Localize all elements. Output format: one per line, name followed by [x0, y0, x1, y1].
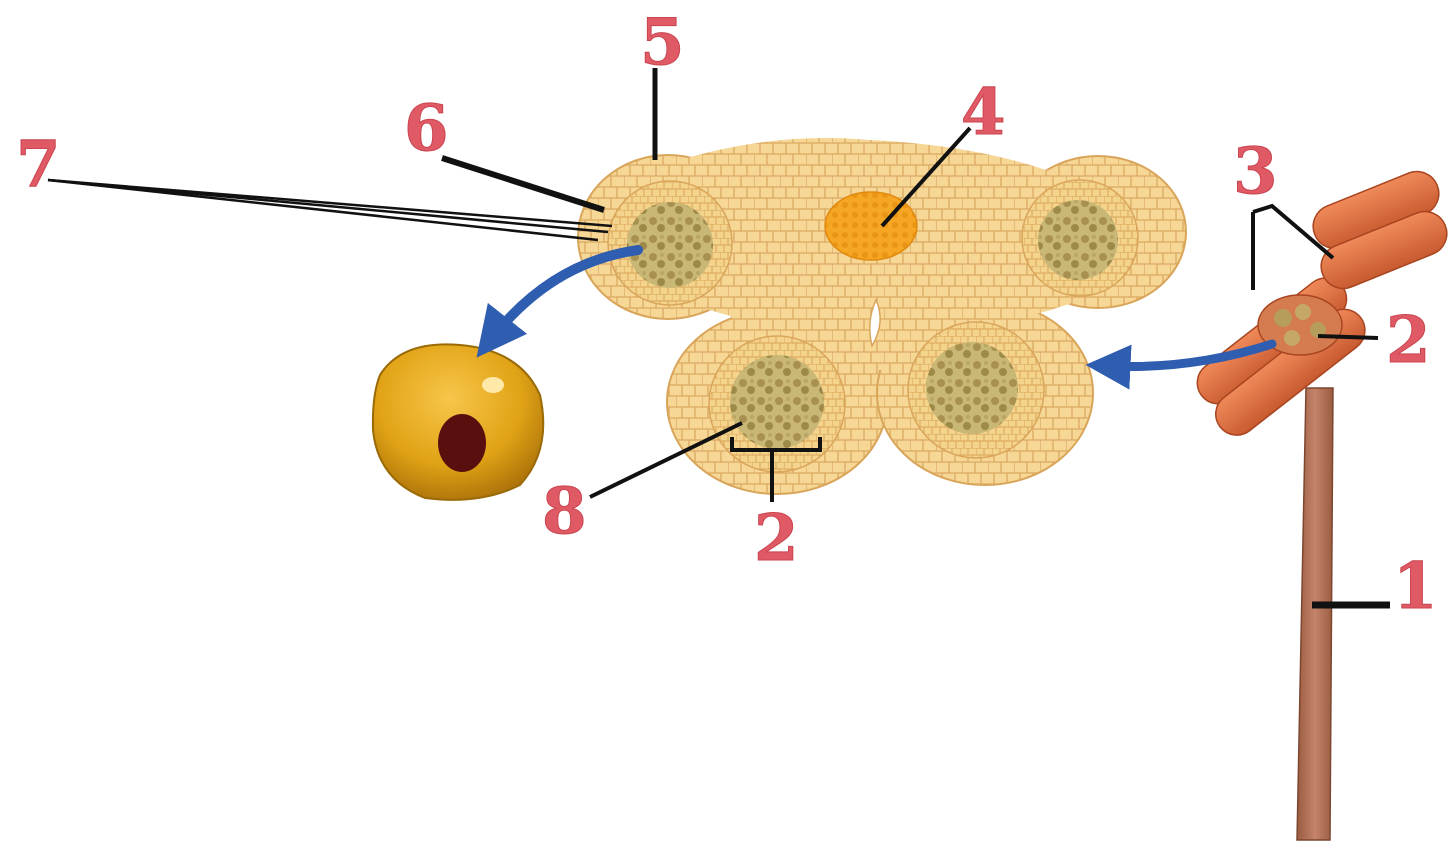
stamen	[1189, 165, 1453, 840]
pollen-sac-lower-right	[926, 342, 1018, 434]
pollen-nucleus	[438, 414, 486, 472]
leader-7c	[48, 180, 598, 240]
label-8: 8	[542, 474, 587, 549]
label-2-sac: 2	[754, 501, 799, 576]
label-7: 7	[16, 127, 61, 202]
filament	[1297, 388, 1333, 840]
label-5: 5	[640, 5, 685, 80]
leader-6	[442, 158, 604, 210]
label-4: 4	[961, 75, 1006, 150]
label-1: 1	[1393, 549, 1438, 624]
label-6: 6	[404, 91, 449, 166]
leader-2-anther	[1318, 336, 1378, 338]
anther-cross-section	[578, 138, 1186, 494]
label-2-anther: 2	[1386, 303, 1431, 378]
anther-lobe-detached	[1307, 165, 1453, 295]
label-3: 3	[1233, 134, 1278, 209]
pollen-sac-lower-left	[730, 355, 824, 449]
pollen-sac-upper-left	[627, 202, 713, 288]
pollen-grain	[373, 344, 543, 499]
pollen-sac-upper-right	[1038, 200, 1118, 280]
